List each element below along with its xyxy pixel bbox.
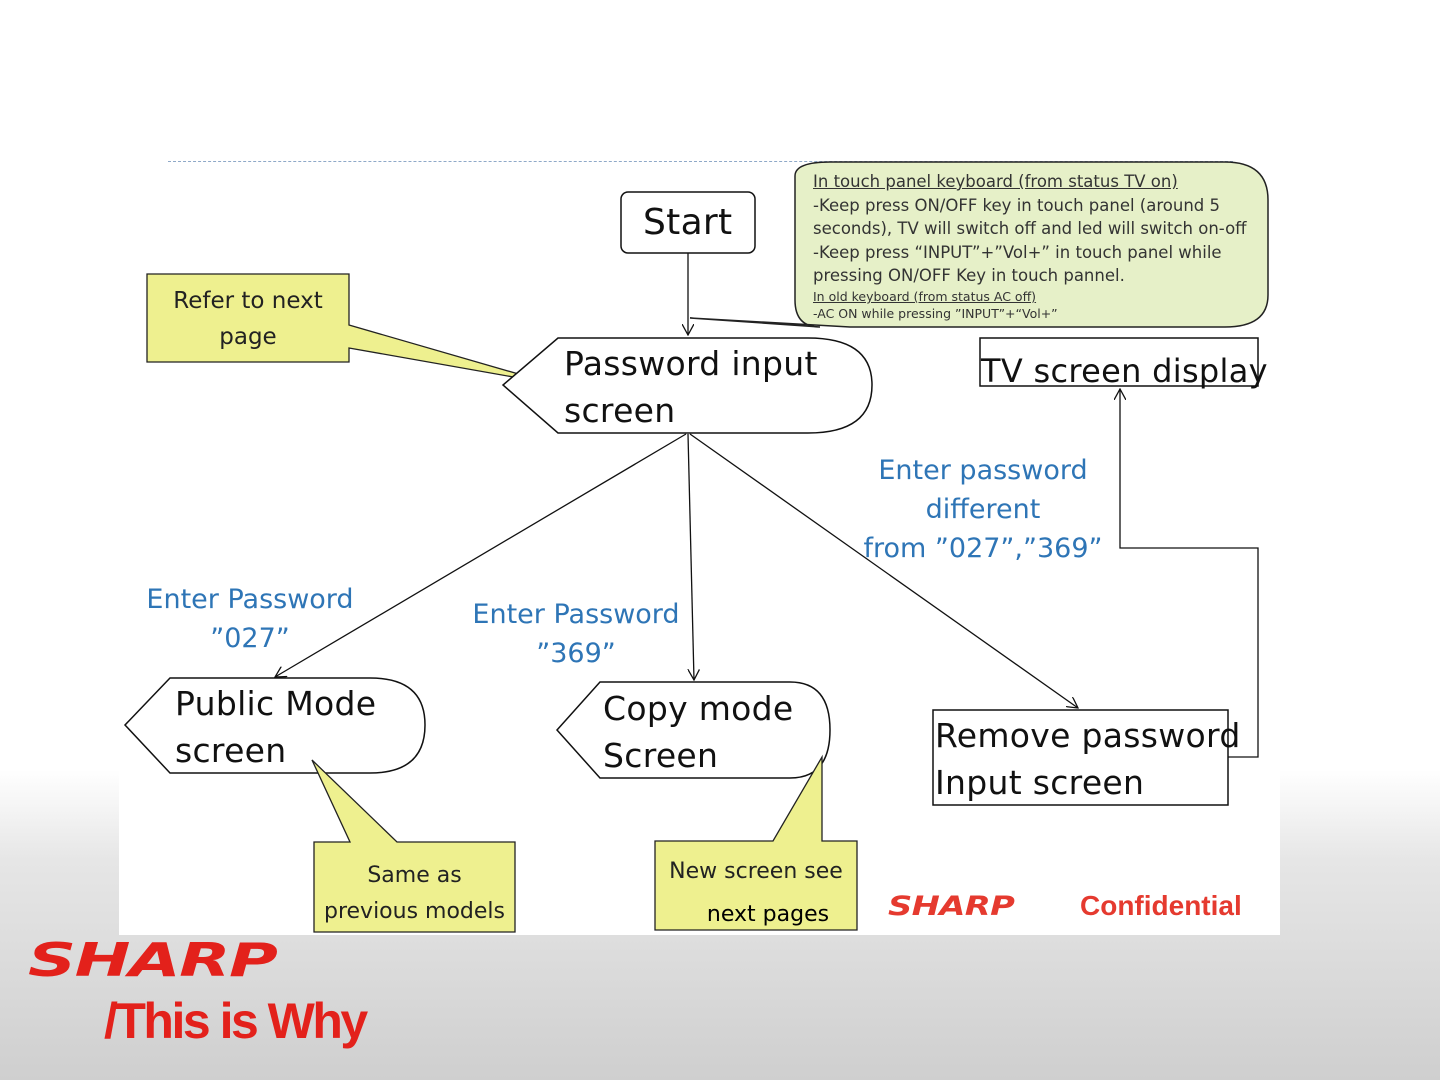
- confidential-label: Confidential: [1080, 890, 1242, 921]
- instruction-text: In touch panel keyboard (from status TV …: [813, 170, 1263, 322]
- tv-screen-node: [979, 337, 1259, 387]
- label-line: New screen see: [669, 859, 843, 884]
- edge-label-027: Enter Password ”027”: [140, 580, 360, 658]
- copy-mode-label: Copy mode Screen: [603, 685, 793, 779]
- edge-label-369: Enter Password ”369”: [466, 595, 686, 673]
- copy-mode-node: [555, 681, 831, 779]
- label-line: page: [219, 324, 277, 350]
- label-line: Remove password: [935, 716, 1241, 755]
- label-line: Input screen: [935, 763, 1145, 802]
- label-line: Enter password: [878, 455, 1088, 486]
- label-line: different: [925, 494, 1041, 525]
- bubble-line: -Keep press “INPUT”+”Vol+” in touch pane…: [813, 242, 1222, 262]
- public-mode-label: Public Mode screen: [175, 680, 376, 774]
- edge-label-other: Enter password different from ”027”,”369…: [858, 451, 1108, 568]
- label-line: Screen: [603, 736, 719, 775]
- start-label: Start: [643, 202, 733, 243]
- sharp-small-logo: SHARP: [888, 890, 1015, 922]
- label-line: screen: [564, 391, 676, 430]
- bubble-line: pressing ON/OFF Key in touch pannel.: [813, 266, 1125, 286]
- password-input-label: Password input screen: [564, 340, 818, 434]
- confidential-mark: SHARP Confidential: [888, 890, 1242, 922]
- label-line: previous models: [323, 899, 506, 924]
- sharp-logo: SHARP: [28, 933, 278, 987]
- label-line: screen: [175, 731, 287, 770]
- label-line: Password input: [564, 344, 818, 383]
- password-input-node: [501, 337, 873, 434]
- label-line: Public Mode: [175, 684, 377, 723]
- public-mode-node: [123, 677, 426, 774]
- callout-same-text: Same as previous models: [314, 858, 515, 930]
- label-line: Enter Password: [146, 584, 354, 615]
- remove-password-node: [932, 709, 1229, 806]
- remove-password-label: Remove password Input screen: [935, 712, 1241, 806]
- label-line: from ”027”,”369”: [863, 533, 1103, 564]
- label-line: next pages: [706, 902, 830, 927]
- edge-password-remove: [689, 433, 1078, 708]
- label-line: Same as: [367, 863, 462, 888]
- bubble-line: seconds), TV will switch off and led wil…: [813, 219, 1247, 239]
- edge-password-copy: [687, 433, 694, 680]
- bubble-line: -AC ON while pressing ”INPUT”+“Vol+”: [813, 305, 1058, 321]
- edge-password-public: [275, 433, 687, 677]
- bubble-line: In old keyboard (from status AC off): [813, 288, 1037, 304]
- bubble-line: In touch panel keyboard (from status TV …: [813, 172, 1178, 191]
- label-line: Refer to next: [173, 288, 323, 314]
- label-line: ”027”: [210, 623, 290, 654]
- label-line: Enter Password: [472, 599, 680, 630]
- edge-remove-tv: [1120, 389, 1259, 758]
- callout-same: [311, 759, 516, 933]
- instruction-bubble: [689, 161, 1269, 328]
- label-line: Copy mode: [603, 689, 794, 728]
- callout-new: [654, 754, 858, 931]
- callout-refer: [146, 273, 554, 385]
- dashed-separator: [168, 161, 1233, 162]
- callout-refer-text: Refer to next page: [147, 283, 349, 355]
- label-line: ”369”: [536, 638, 616, 669]
- callout-new-text: New screen see next pages: [655, 850, 857, 936]
- bubble-line: -Keep press ON/OFF key in touch panel (a…: [813, 195, 1220, 215]
- tagline: /This is Why: [104, 993, 368, 1049]
- tv-screen-label: TV screen display: [981, 352, 1268, 390]
